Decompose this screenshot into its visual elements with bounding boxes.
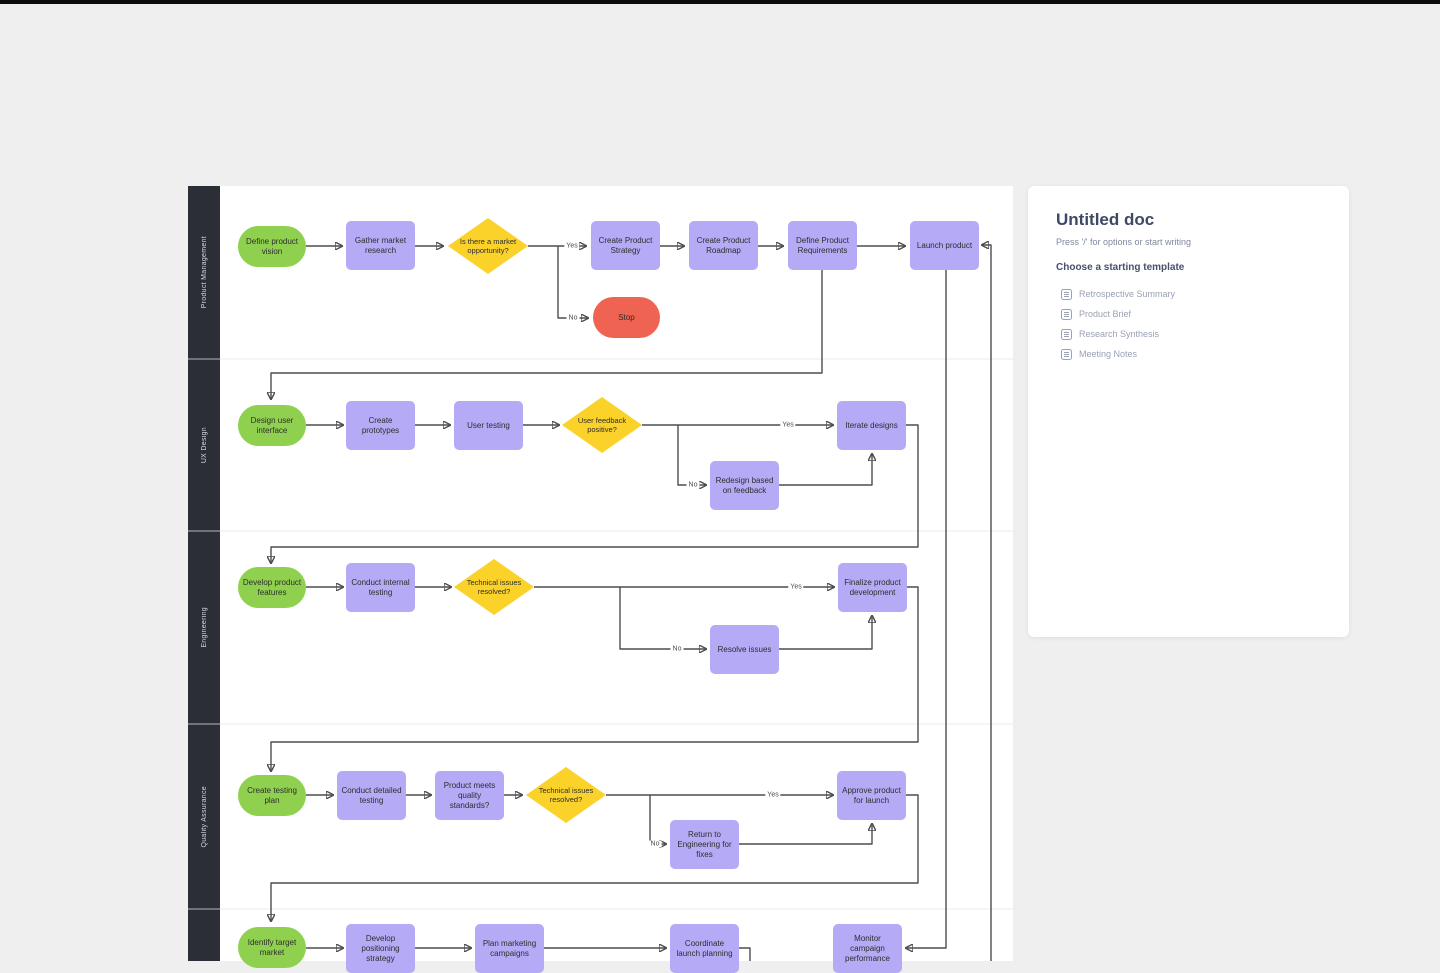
document-template-icon xyxy=(1061,308,1072,320)
node-coordinate-launch-planning[interactable]: Coordinate launch planning xyxy=(670,924,739,973)
edge-label-no: No xyxy=(566,314,580,322)
node-create-product-roadmap[interactable]: Create Product Roadmap xyxy=(689,221,758,270)
swimlane-label: Engineering xyxy=(200,607,208,648)
document-template-icon xyxy=(1061,288,1072,300)
node-iterate-designs[interactable]: Iterate designs xyxy=(837,401,906,450)
doc-title[interactable]: Untitled doc xyxy=(1056,210,1155,229)
lane-divider xyxy=(220,530,1013,532)
swimlane-header-ux-design[interactable]: UX Design xyxy=(188,358,220,530)
edge-label-yes: Yes xyxy=(564,242,580,250)
node-stop[interactable]: Stop xyxy=(593,297,660,338)
template-item-label: Product Brief xyxy=(1079,309,1132,319)
node-conduct-detailed-testing[interactable]: Conduct detailed testing xyxy=(337,771,406,820)
doc-panel[interactable]: Untitled doc Press '/' for options or st… xyxy=(1028,186,1349,637)
node-finalize-product-development[interactable]: Finalize product development xyxy=(838,563,907,612)
node-design-user-interface[interactable]: Design user interface xyxy=(238,405,306,446)
template-item-label: Research Synthesis xyxy=(1079,329,1160,339)
node-approve-product-for-launch[interactable]: Approve product for launch xyxy=(837,771,906,820)
swimlane-header-quality-assurance[interactable]: Quality Assurance xyxy=(188,723,220,908)
node-develop-positioning-strategy[interactable]: Develop positioning strategy xyxy=(346,924,415,973)
edge-label-no: No xyxy=(648,840,662,848)
swimlane-label: Product Management xyxy=(200,235,208,309)
swimlane-rail: Product Management UX Design Engineering… xyxy=(188,186,220,961)
edge-label-yes: Yes xyxy=(780,421,796,429)
swimlane-label: UX Design xyxy=(200,426,208,464)
template-item-label: Retrospective Summary xyxy=(1079,289,1176,299)
window-top-bar xyxy=(0,0,1440,4)
node-redesign-based-on-feedback[interactable]: Redesign based on feedback xyxy=(710,461,779,510)
node-return-to-engineering-for-fixes[interactable]: Return to Engineering for fixes xyxy=(670,820,739,869)
swimlane-header-product-management[interactable]: Product Management xyxy=(188,186,220,358)
document-template-icon xyxy=(1061,328,1072,340)
flowchart-canvas[interactable]: Yes No Yes No Yes No Yes No Define produ… xyxy=(188,186,1013,973)
node-create-testing-plan[interactable]: Create testing plan xyxy=(238,775,306,816)
lane-divider xyxy=(220,723,1013,725)
node-create-prototypes[interactable]: Create prototypes xyxy=(346,401,415,450)
swimlane-label: Quality Assurance xyxy=(200,785,208,848)
lane-divider xyxy=(220,358,1013,360)
edge-label-no: No xyxy=(670,645,684,653)
document-template-icon xyxy=(1061,348,1072,360)
edge-label-no: No xyxy=(686,481,700,489)
edge-label-yes: Yes xyxy=(788,583,804,591)
template-item-research-synthesis[interactable]: Research Synthesis xyxy=(1056,324,1321,344)
template-list: Retrospective Summary Product Brief Rese… xyxy=(1056,284,1321,364)
swimlane-header-marketing[interactable] xyxy=(188,908,220,961)
doc-hint: Press '/' for options or start writing xyxy=(1056,237,1191,247)
template-item-product-brief[interactable]: Product Brief xyxy=(1056,304,1321,324)
node-define-product-vision[interactable]: Define product vision xyxy=(238,226,306,267)
node-identify-target-market[interactable]: Identify target market xyxy=(238,927,306,968)
node-define-product-requirements[interactable]: Define Product Requirements xyxy=(788,221,857,270)
swimlane-header-engineering[interactable]: Engineering xyxy=(188,530,220,723)
node-resolve-issues[interactable]: Resolve issues xyxy=(710,625,779,674)
templates-heading: Choose a starting template xyxy=(1056,262,1185,273)
node-launch-product[interactable]: Launch product xyxy=(910,221,979,270)
node-plan-marketing-campaigns[interactable]: Plan marketing campaigns xyxy=(475,924,544,973)
node-monitor-campaign-performance[interactable]: Monitor campaign performance xyxy=(833,924,902,973)
node-develop-product-features[interactable]: Develop product features xyxy=(238,567,306,608)
node-user-testing[interactable]: User testing xyxy=(454,401,523,450)
node-create-product-strategy[interactable]: Create Product Strategy xyxy=(591,221,660,270)
template-item-retrospective-summary[interactable]: Retrospective Summary xyxy=(1056,284,1321,304)
template-item-label: Meeting Notes xyxy=(1079,349,1138,359)
template-item-meeting-notes[interactable]: Meeting Notes xyxy=(1056,344,1321,364)
node-product-meets-quality-standards[interactable]: Product meets quality standards? xyxy=(435,771,504,820)
node-gather-market-research[interactable]: Gather market research xyxy=(346,221,415,270)
edge-label-yes: Yes xyxy=(765,791,781,799)
node-conduct-internal-testing[interactable]: Conduct internal testing xyxy=(346,563,415,612)
lane-divider xyxy=(220,908,1013,910)
